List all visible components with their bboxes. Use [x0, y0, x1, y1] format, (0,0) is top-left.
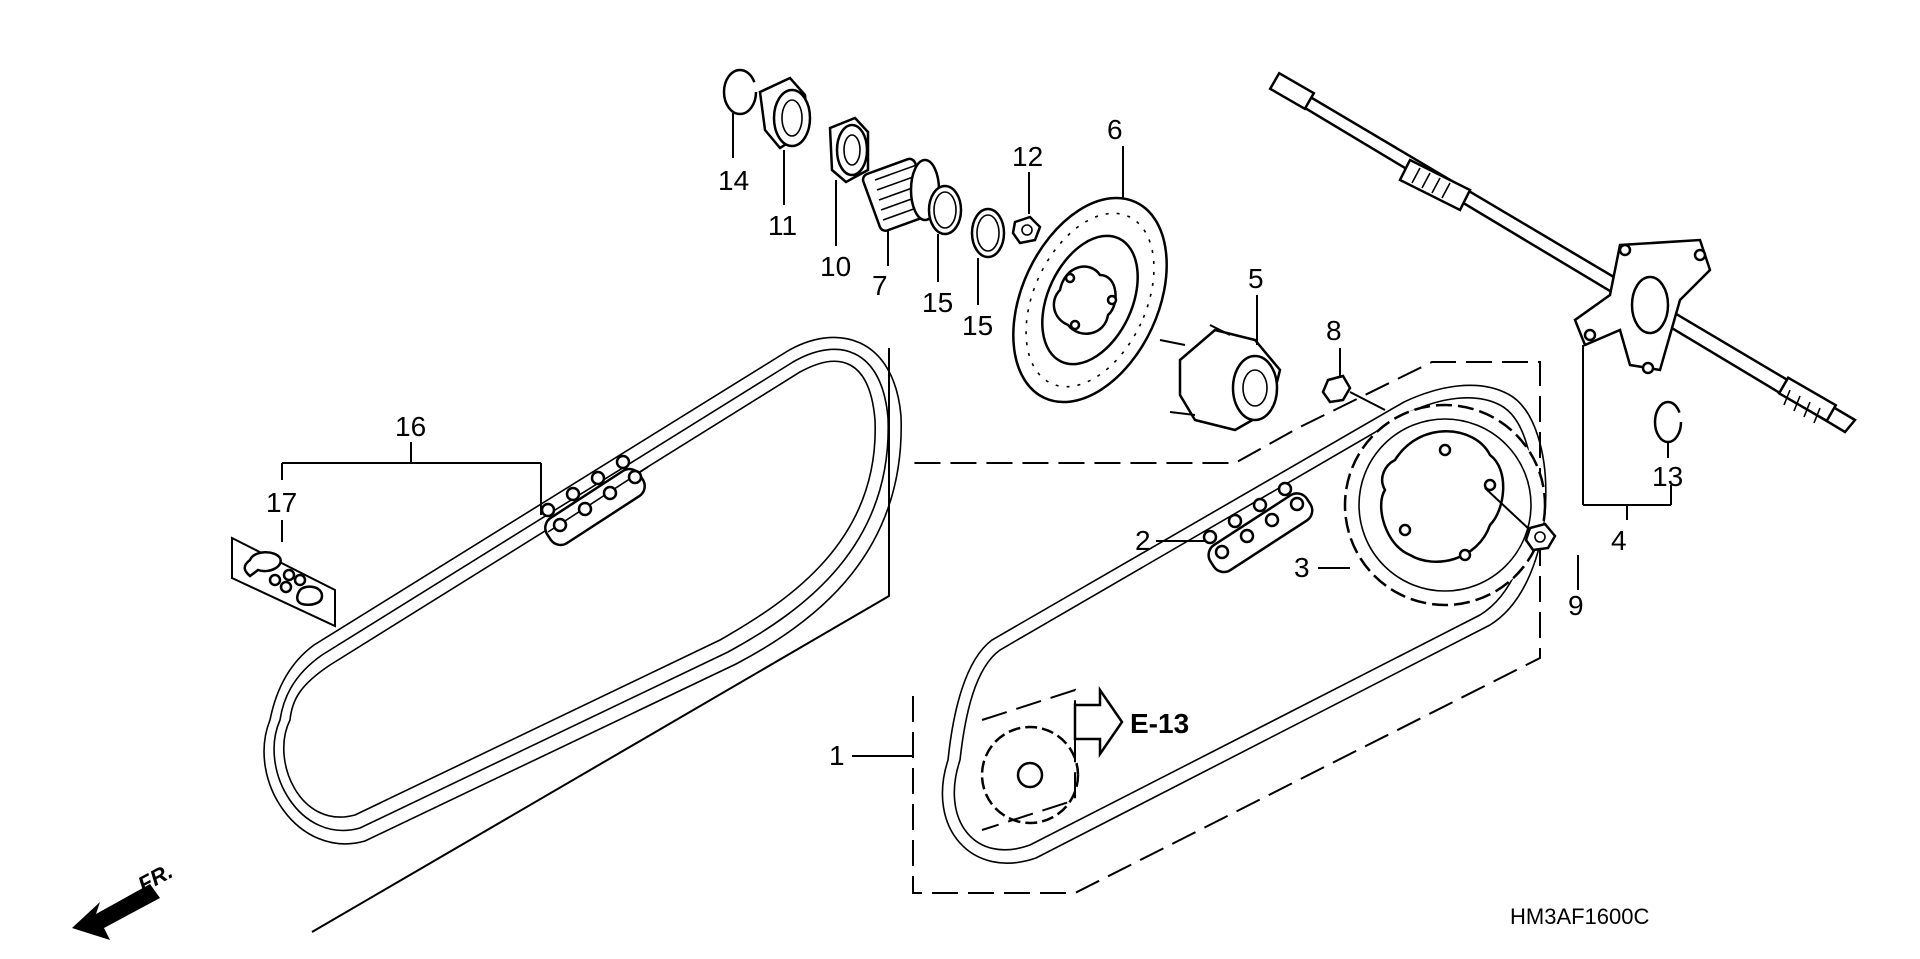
callout-4: 4	[1611, 525, 1627, 556]
driven-sprocket	[1343, 403, 1547, 607]
callout-13: 13	[1652, 461, 1683, 492]
drawing-code: HM3AF1600C	[1510, 904, 1650, 929]
group-divider-line	[311, 348, 890, 933]
chain-links-left	[540, 454, 649, 547]
callout-5: 5	[1248, 263, 1264, 294]
drive-chain-kit-frame	[912, 361, 1541, 894]
callout-4-group: 4	[1582, 345, 1672, 556]
callout-7: 7	[872, 270, 888, 301]
callout-2: 2	[1135, 525, 1151, 556]
callout-17: 17	[266, 487, 297, 518]
threaded-bearing-holder	[861, 157, 941, 232]
front-arrow: FR.	[72, 858, 177, 940]
drive-sprocket	[980, 688, 1080, 831]
callout-8: 8	[1326, 315, 1342, 346]
nut-9	[1524, 522, 1557, 552]
rear-axle	[1268, 71, 1857, 434]
callout-9: 9	[1568, 590, 1584, 621]
o-ring-15b	[970, 207, 1006, 259]
callout-6: 6	[1107, 114, 1123, 145]
callout-10: 10	[820, 251, 851, 282]
callout-16: 16	[395, 411, 426, 442]
drive-chain-left	[263, 336, 902, 845]
master-link-kit	[231, 536, 336, 628]
circlip-13	[1653, 400, 1683, 444]
chain-links-right	[1202, 481, 1314, 574]
callout-15a: 15	[922, 287, 953, 318]
callout-15b: 15	[962, 310, 993, 341]
reference-label: E-13	[1130, 708, 1189, 739]
drive-chain-right	[941, 384, 1547, 864]
callout-16-group: 16 17	[266, 411, 542, 542]
callout-11: 11	[768, 210, 797, 241]
bolt-8	[1321, 374, 1386, 411]
wheel-hub	[1159, 324, 1282, 432]
lock-nut	[828, 116, 870, 184]
brake-disc	[1012, 196, 1168, 404]
callout-1: 1	[829, 740, 845, 771]
callout-3: 3	[1294, 552, 1310, 583]
callout-14: 14	[718, 165, 749, 196]
bearing-holder-nut	[758, 76, 812, 150]
reference-e13: E-13	[1073, 685, 1189, 759]
circlip-14	[722, 68, 758, 116]
o-ring-15a	[927, 184, 963, 236]
nut-12	[1011, 215, 1042, 245]
callout-12: 12	[1012, 141, 1043, 172]
